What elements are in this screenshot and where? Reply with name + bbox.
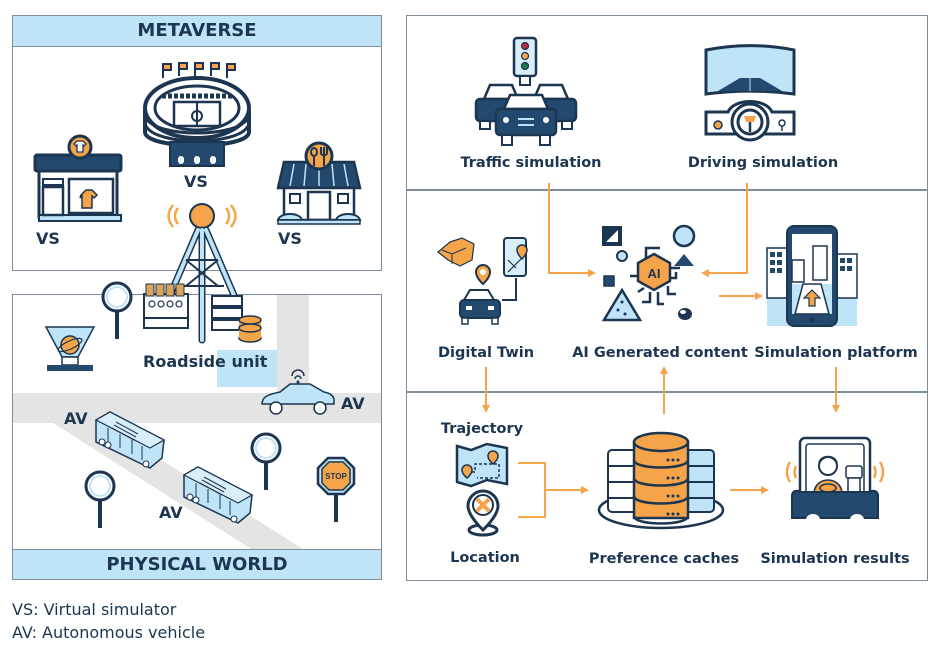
preference-caches-icon	[597, 431, 725, 530]
digital-twin-icon	[437, 237, 528, 325]
legend-av: AV: Autonomous vehicle	[12, 623, 206, 642]
row-divider-top	[407, 189, 927, 191]
arrow-trajectory-location-merge	[518, 462, 586, 518]
location-label: Location	[450, 550, 520, 566]
clothing-store-icon	[33, 134, 123, 222]
row-divider-bottom	[407, 391, 927, 393]
autonomous-bus-icon	[94, 411, 166, 469]
simulation-platform-label: Simulation platform	[754, 345, 918, 361]
simulation-results-label: Simulation results	[760, 551, 910, 567]
traffic-simulation-icon	[474, 36, 578, 146]
legend-vs: VS: Virtual simulator	[12, 600, 177, 619]
physical-world-title: PHYSICAL WORLD	[106, 554, 288, 575]
sensor-pin-icon	[250, 432, 282, 490]
autonomous-bus-icon	[182, 466, 254, 524]
stop-sign-icon: STOP	[316, 456, 356, 522]
metaverse-title: METAVERSE	[137, 20, 257, 41]
sensor-pin-icon	[101, 281, 133, 339]
digital-twin-label: Digital Twin	[437, 345, 535, 361]
physical-world-banner: PHYSICAL WORLD	[12, 549, 382, 580]
arrow-traffic-to-ai	[548, 183, 596, 277]
roadside-unit-label: Roadside unit	[143, 352, 268, 371]
driving-simulation-icon	[704, 44, 796, 142]
ai-badge-text: AI	[648, 266, 661, 281]
metaverse-banner: METAVERSE	[12, 15, 382, 47]
ai-generated-content-label: AI Generated content	[572, 345, 748, 361]
trajectory-label: Trajectory	[440, 421, 524, 437]
simulation-results-icon	[785, 436, 885, 520]
sensor-pin-icon	[84, 470, 116, 528]
trajectory-map-icon	[455, 442, 509, 488]
av-label-car: AV	[341, 394, 365, 413]
driving-simulation-label: Driving simulation	[687, 155, 839, 171]
preference-caches-label: Preference caches	[588, 551, 740, 567]
vs-label-stadium: VS	[184, 172, 208, 191]
stop-sign-text: STOP	[325, 472, 347, 481]
roadside-unit-tower-icon	[143, 203, 262, 344]
autonomous-car-icon	[261, 369, 335, 415]
arrow-driving-to-ai	[701, 183, 748, 277]
traffic-simulation-label: Traffic simulation	[460, 155, 602, 171]
stadium-icon	[143, 62, 251, 167]
location-pin-icon	[466, 489, 500, 537]
av-label-bus-1: AV	[64, 409, 88, 428]
vs-label-restaurant: VS	[278, 229, 302, 248]
hologram-projector-icon	[44, 326, 96, 371]
simulation-platform-icon	[766, 225, 858, 327]
av-label-bus-2: AV	[159, 503, 183, 522]
vs-label-shop: VS	[36, 229, 60, 248]
restaurant-icon	[276, 141, 362, 225]
ai-generated-content-icon: AI	[601, 224, 696, 322]
